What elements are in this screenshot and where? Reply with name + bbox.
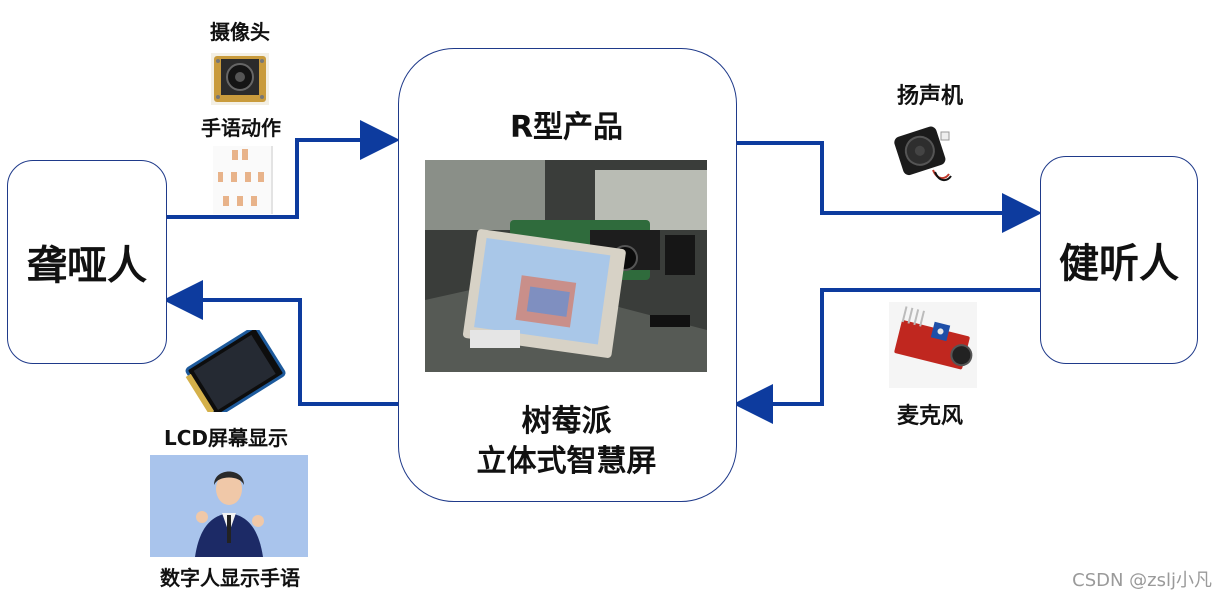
hearing-person-box: 健听人 <box>1040 156 1198 364</box>
digital-avatar-icon <box>150 455 308 557</box>
camera-icon <box>211 53 269 105</box>
camera-label: 摄像头 <box>200 16 280 45</box>
microphone-icon <box>889 302 977 388</box>
speaker-label: 扬声机 <box>880 78 980 110</box>
avatar-sign-label: 数字人显示手语 <box>140 562 320 591</box>
watermark: CSDN @zslj小凡 <box>1072 566 1212 592</box>
arrow-center-to-hearing <box>735 143 1034 213</box>
product-subtitle-line1: 树莓派 <box>398 396 735 440</box>
raspberry-pi-photo <box>425 160 707 372</box>
lcd-screen-icon <box>180 330 290 412</box>
hearing-person-label: 健听人 <box>1059 231 1179 289</box>
lcd-label: LCD屏幕显示 <box>146 422 306 451</box>
gesture-label: 手语动作 <box>186 112 296 141</box>
speaker-icon <box>893 122 953 186</box>
deaf-person-box: 聋哑人 <box>7 160 167 364</box>
hand-sign-icon <box>213 146 273 214</box>
deaf-person-label: 聋哑人 <box>27 233 147 291</box>
product-subtitle-line2: 立体式智慧屏 <box>398 436 735 480</box>
arrow-deaf-to-center <box>165 140 392 217</box>
product-title: R型产品 <box>398 102 735 146</box>
microphone-label: 麦克风 <box>880 398 980 430</box>
